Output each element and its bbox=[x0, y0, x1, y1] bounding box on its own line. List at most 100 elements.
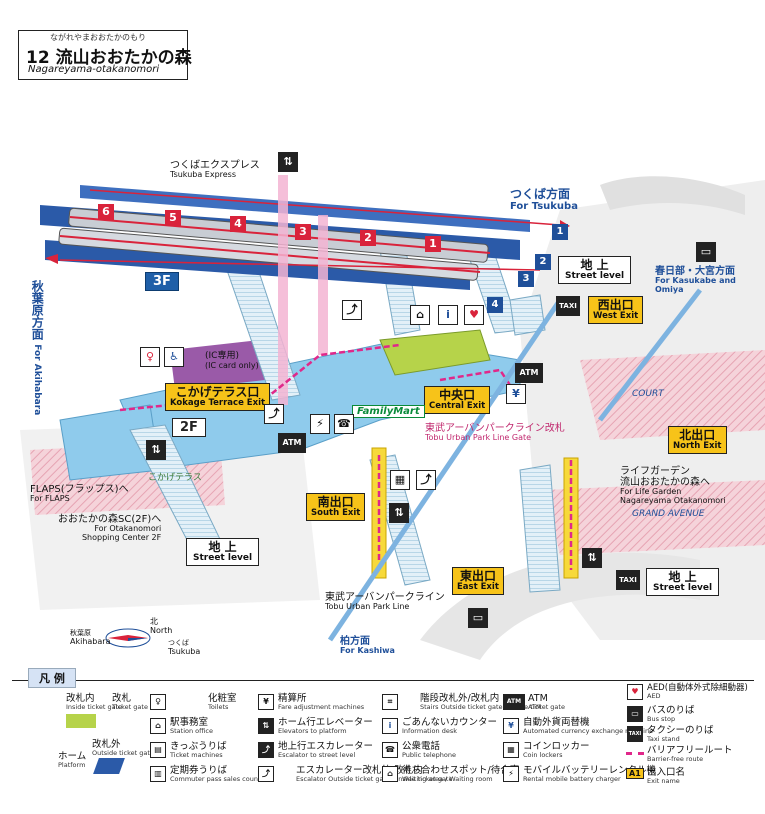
bus-icon: ▭ bbox=[627, 706, 643, 722]
bus-icon: ▭ bbox=[468, 608, 488, 628]
compass-rose bbox=[105, 628, 151, 648]
car-number: 3 bbox=[295, 224, 311, 240]
elevator-icon: ⇅ bbox=[389, 503, 409, 523]
platform-number: 4 bbox=[487, 297, 503, 313]
currency-exchange-icon: ¥ bbox=[506, 384, 526, 404]
court-label: COURT bbox=[632, 389, 664, 399]
exit-name-sample: A1 bbox=[626, 768, 644, 779]
escalator-icon: ⤴ bbox=[416, 470, 436, 490]
platform-number: 1 bbox=[552, 224, 568, 240]
floor-label-2f: 2F bbox=[172, 418, 206, 437]
otakanomori-sc-label: おおたかの森SC(2F)へ For Otakanomori Shopping C… bbox=[58, 514, 162, 542]
elevator-icon: ⇅ bbox=[258, 718, 274, 734]
public-telephone-icon: ☎ bbox=[334, 414, 354, 434]
ic-only-label: (IC専用)(IC card only) bbox=[205, 351, 259, 370]
legend-gate-swatch bbox=[66, 714, 96, 728]
platform-number: 2 bbox=[535, 254, 551, 270]
waiting-area-icon: ⌂ bbox=[382, 766, 398, 782]
toilet-icon: ♀ bbox=[140, 347, 160, 367]
kokage-terrace-sign: こかげテラス bbox=[148, 473, 202, 483]
fare-adjustment-icon: ¥ bbox=[258, 694, 274, 710]
aed-icon: ♥ bbox=[627, 684, 643, 700]
floor-label-3f: 3F bbox=[145, 272, 179, 291]
accessible-toilet-icon: ♿ bbox=[164, 347, 184, 367]
car-number: 5 bbox=[165, 210, 181, 226]
mobile-battery-icon: ⚡ bbox=[503, 766, 519, 782]
stair-west-exit bbox=[509, 294, 546, 336]
taxi-icon: TAXI bbox=[627, 726, 643, 742]
station-office-icon: ⌂ bbox=[410, 305, 430, 325]
grand-avenue-area bbox=[545, 480, 765, 555]
escalator-icon: ⤴ bbox=[342, 300, 362, 320]
car-number: 2 bbox=[360, 230, 376, 246]
information-icon: i bbox=[438, 305, 458, 325]
kokage-room bbox=[170, 340, 265, 390]
escalator-icon: ⤴ bbox=[264, 404, 284, 424]
aed-icon: ♥ bbox=[464, 305, 484, 325]
commuter-pass-icon: ▥ bbox=[150, 766, 166, 782]
direction-akihabara: 秋葉原方面 For Akihabara bbox=[30, 280, 45, 416]
currency-exchange-icon: ¥ bbox=[503, 718, 519, 734]
bus-icon: ▭ bbox=[696, 242, 716, 262]
court-area bbox=[580, 350, 765, 440]
station-number: 12 bbox=[26, 48, 50, 68]
elevator-icon: ⇅ bbox=[278, 152, 298, 172]
life-garden-label: ライフガーデン 流山おおたかの森へ For Life Garden Nagare… bbox=[620, 466, 726, 505]
car-number: 6 bbox=[98, 204, 114, 220]
car-number: 4 bbox=[230, 216, 246, 232]
familymart-store[interactable]: FamilyMart bbox=[352, 405, 425, 418]
car-number: 1 bbox=[425, 236, 441, 252]
elevator-shaft-2 bbox=[318, 215, 328, 355]
station-furigana: ながれやまおおたかのもり bbox=[50, 33, 146, 42]
toilet-icon: ♀ bbox=[150, 694, 166, 710]
grand-avenue-label: GRAND AVENUE bbox=[632, 509, 705, 519]
coin-locker-icon: ▦ bbox=[503, 742, 519, 758]
station-name-box bbox=[18, 30, 188, 80]
stairs-icon: ⌗ bbox=[382, 694, 398, 710]
station-title: 12 流山おおたかの森 bbox=[26, 43, 192, 68]
barrier-free-swatch bbox=[626, 752, 644, 755]
elevator-icon: ⇅ bbox=[146, 440, 166, 460]
elevator-shaft-1 bbox=[278, 175, 288, 405]
escalator-icon: ⤴ bbox=[258, 766, 274, 782]
legend-item: AED(自動体外式除細動器)AED bbox=[647, 683, 748, 701]
platform-number: 3 bbox=[518, 271, 534, 287]
gate-area bbox=[379, 329, 491, 376]
